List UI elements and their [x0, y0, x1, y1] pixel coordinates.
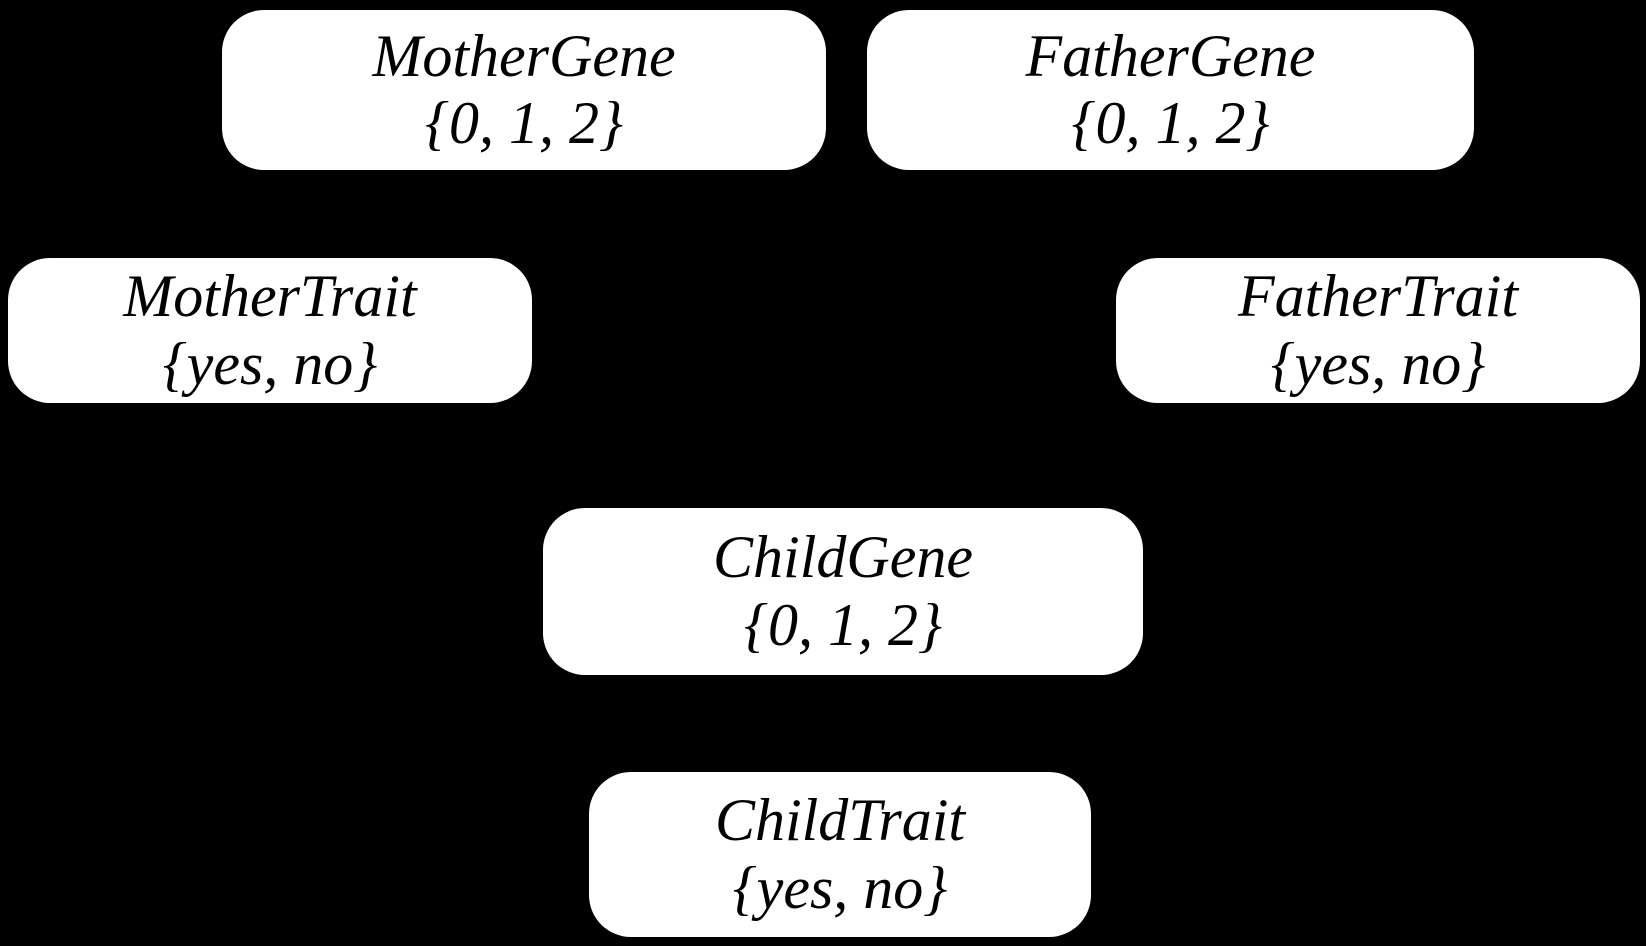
node-mother-trait: MotherTrait {yes, no}: [8, 258, 532, 403]
node-father-trait: FatherTrait {yes, no}: [1116, 258, 1640, 403]
node-father-gene-label: FatherGene: [1025, 22, 1316, 89]
node-child-trait: ChildTrait {yes, no}: [589, 772, 1091, 937]
node-child-trait-values: {yes, no}: [732, 854, 948, 921]
node-child-trait-label: ChildTrait: [714, 787, 966, 854]
node-father-trait-label: FatherTrait: [1237, 263, 1519, 330]
node-mother-gene: MotherGene {0, 1, 2}: [222, 10, 826, 170]
node-mother-trait-values: {yes, no}: [162, 330, 378, 397]
node-father-trait-values: {yes, no}: [1270, 330, 1486, 397]
node-child-gene-values: {0, 1, 2}: [744, 591, 942, 658]
node-mother-gene-label: MotherGene: [372, 22, 676, 89]
node-mother-trait-label: MotherTrait: [123, 263, 417, 330]
node-father-gene: FatherGene {0, 1, 2}: [867, 10, 1474, 170]
node-mother-gene-values: {0, 1, 2}: [425, 90, 623, 156]
node-child-gene-label: ChildGene: [713, 524, 973, 591]
node-father-gene-values: {0, 1, 2}: [1071, 90, 1270, 156]
node-child-gene: ChildGene {0, 1, 2}: [543, 508, 1143, 675]
